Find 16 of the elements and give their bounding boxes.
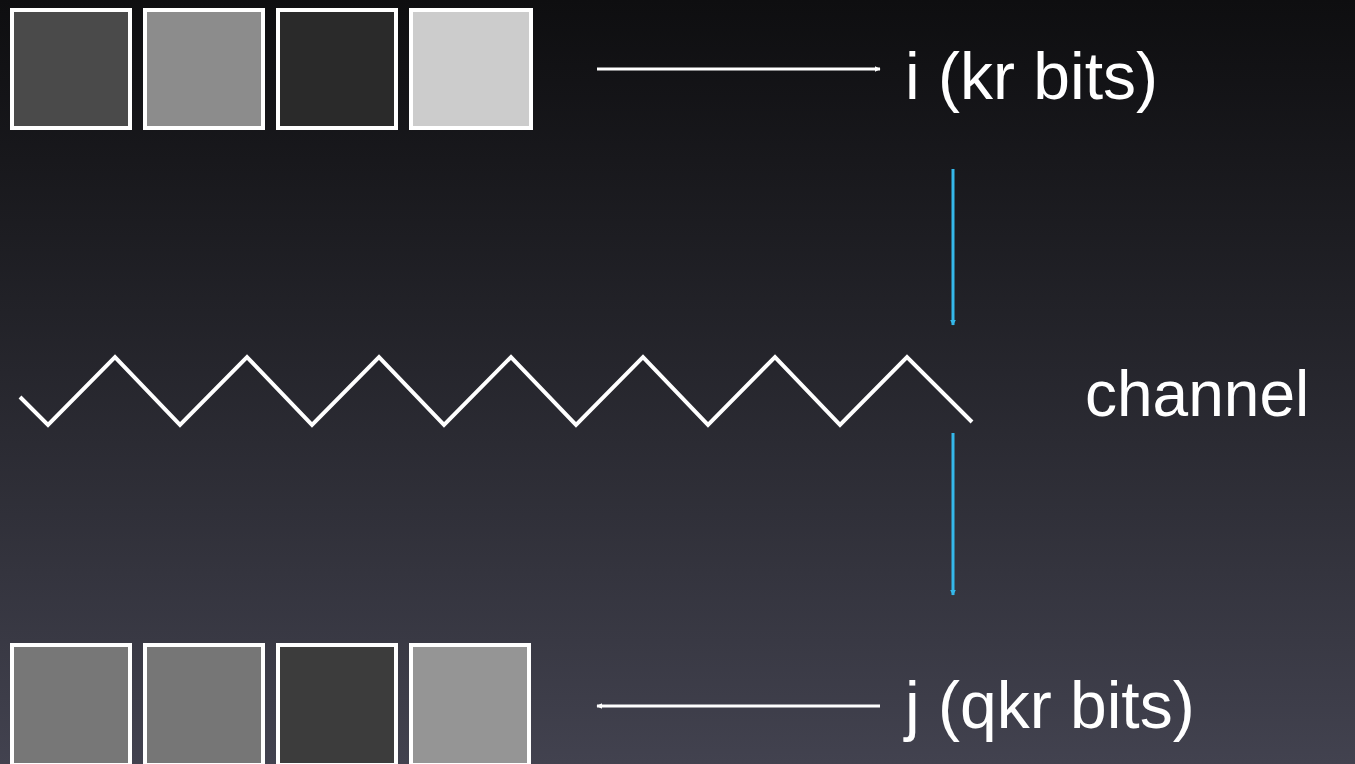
bit-square — [10, 643, 132, 764]
bit-square — [409, 643, 531, 764]
label-text: i (kr bits) — [905, 28, 1325, 124]
arrow — [596, 703, 880, 709]
zigzag-line — [18, 352, 974, 430]
arrow — [950, 169, 956, 326]
bit-square — [143, 643, 265, 764]
bit-square — [143, 8, 265, 130]
arrow — [950, 433, 956, 596]
bit-square — [10, 8, 132, 130]
bit-square — [276, 643, 398, 764]
bit-square — [409, 8, 533, 130]
bit-square — [276, 8, 398, 130]
arrow — [597, 66, 881, 72]
channel-label: channel — [1085, 362, 1310, 426]
label-text: j (qkr bits) — [905, 655, 1345, 755]
